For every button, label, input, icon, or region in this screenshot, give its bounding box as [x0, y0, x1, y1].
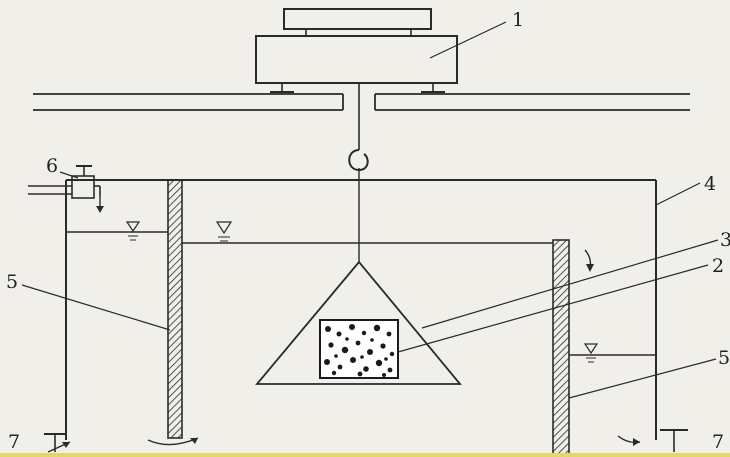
label-7-right: 7 — [712, 431, 724, 453]
support-beam — [33, 93, 690, 111]
label-4: 4 — [704, 173, 716, 195]
label-6: 6 — [46, 155, 58, 177]
flow-arrows — [47, 249, 641, 453]
right-baffle — [552, 239, 570, 456]
water-levels — [66, 221, 656, 363]
leader-lines — [21, 21, 719, 399]
label-1: 1 — [512, 9, 524, 31]
bottom-band — [0, 453, 730, 457]
label-5-right: 5 — [718, 347, 730, 369]
cone-frame — [255, 244, 462, 385]
label-3: 3 — [720, 229, 730, 251]
outlet-valve-left — [44, 433, 66, 452]
label-5-left: 5 — [6, 271, 18, 293]
sample-block — [319, 319, 399, 379]
outlet-valve-right — [660, 429, 688, 452]
suspension-hook — [348, 83, 369, 244]
label-2: 2 — [712, 255, 724, 277]
balance — [255, 8, 458, 93]
label-7-left: 7 — [8, 431, 20, 453]
left-baffle — [167, 179, 183, 439]
inlet-valve — [28, 165, 104, 213]
water-tank — [65, 179, 657, 440]
